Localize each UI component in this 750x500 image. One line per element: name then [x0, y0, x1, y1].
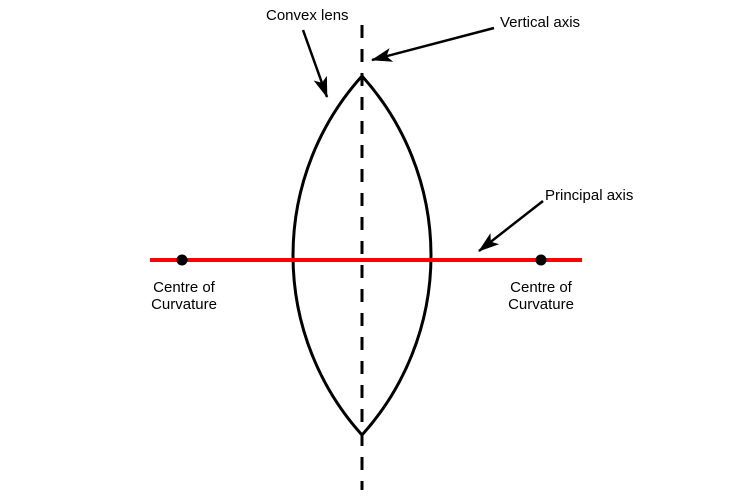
centre-of-curvature-left-line2: Curvature [151, 296, 217, 313]
convex-lens-label: Convex lens [266, 7, 349, 24]
centre-of-curvature-right-line2: Curvature [508, 296, 574, 313]
centre-of-curvature-dot-right [535, 254, 547, 266]
centre-of-curvature-label-left: Centre of Curvature [124, 279, 244, 313]
vertical-axis-label: Vertical axis [500, 14, 581, 31]
centre-of-curvature-label-right: Centre of Curvature [481, 279, 601, 313]
lens-right-arc [360, 74, 433, 437]
principal-axis-arrow-icon [478, 200, 544, 252]
centre-of-curvature-left-line1: Centre of [153, 279, 215, 296]
lens-left-arc [291, 74, 364, 437]
centre-of-curvature-dot-left [176, 254, 188, 266]
vertical-axis-arrow-icon [371, 26, 495, 62]
centre-of-curvature-right-line1: Centre of [510, 279, 572, 296]
convex-lens-arrow-icon [301, 29, 329, 98]
principal-axis-label: Principal axis [545, 187, 634, 204]
